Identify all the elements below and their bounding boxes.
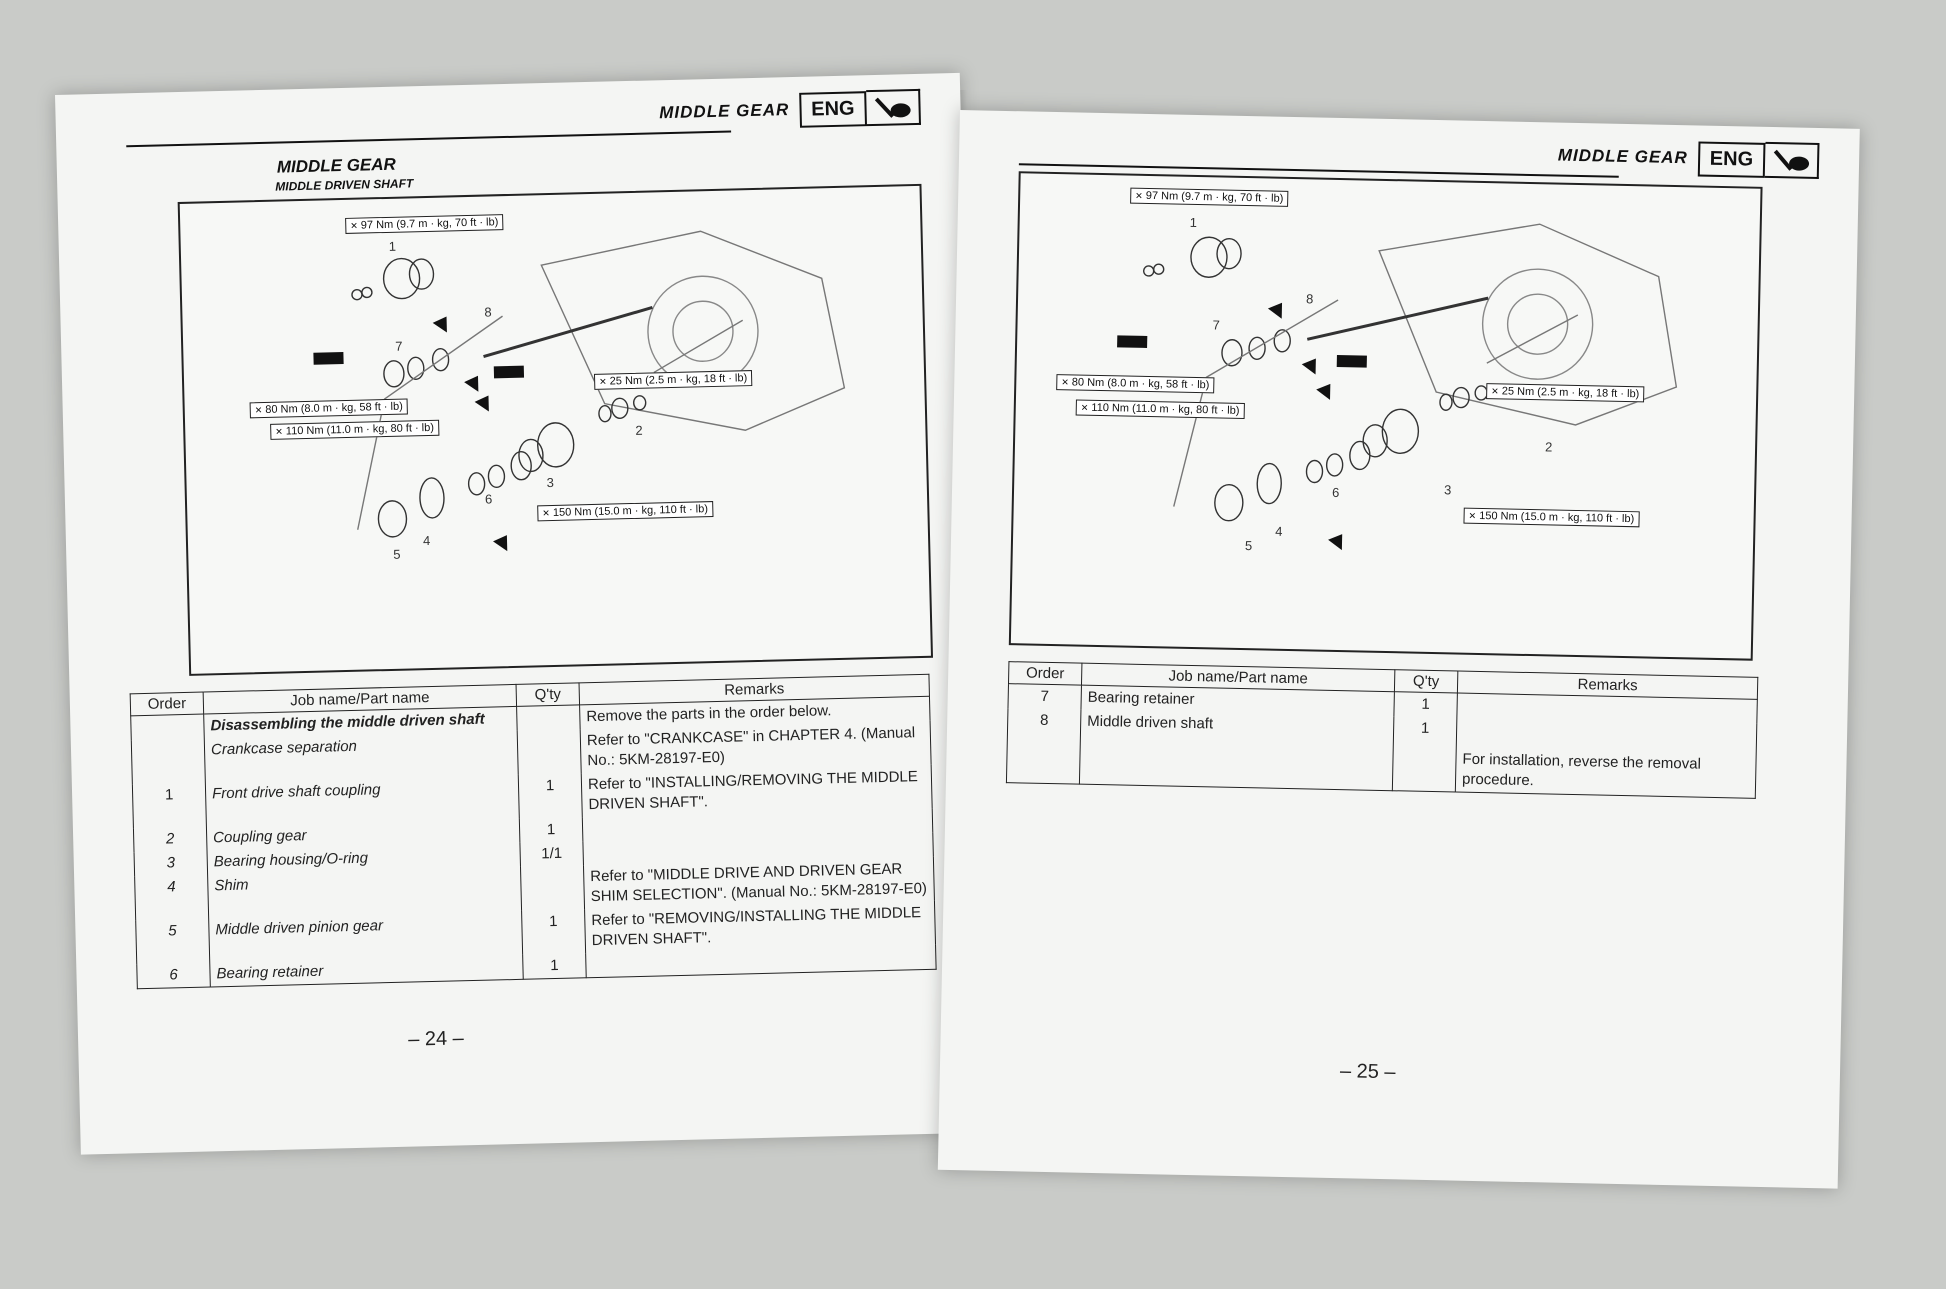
parts-table: Order Job name/Part name Q'ty Remarks Di… [130, 674, 937, 989]
eng-badge: ENG [1697, 140, 1766, 178]
torque-icon: ✕ [254, 405, 263, 416]
callout-2: 2 [635, 422, 643, 438]
header-title: MIDDLE GEAR [1557, 145, 1689, 168]
col-qty: Q'ty [1394, 669, 1458, 694]
torque-icon: ✕ [1468, 510, 1477, 521]
engine-tool-icon [1764, 141, 1820, 179]
torque-icon: ✕ [1491, 386, 1499, 397]
callout-7: 7 [395, 338, 403, 354]
callout-3: 3 [1443, 482, 1452, 498]
header-rule [126, 130, 732, 148]
section-subtitle: MIDDLE DRIVEN SHAFT [275, 176, 414, 194]
exploded-diagram: ✕97 Nm (9.7 m · kg, 70 ft · lb) ✕80 Nm (… [177, 183, 934, 676]
torque-icon: ✕ [275, 426, 283, 437]
page-header: MIDDLE GEAR ENG [659, 88, 921, 131]
torque-icon: ✕ [1080, 402, 1089, 413]
callout-6: 6 [484, 491, 493, 507]
exploded-diagram: ✕97 Nm (9.7 m · kg, 70 ft · lb) ✕80 Nm (… [1008, 171, 1763, 661]
callout-8: 8 [1305, 291, 1314, 307]
torque-icon: ✕ [350, 220, 358, 231]
callout-4: 4 [422, 532, 431, 549]
callout-4: 4 [1275, 523, 1283, 539]
page-number: – 24 – [407, 1027, 465, 1051]
page-number: – 25 – [1339, 1060, 1396, 1084]
table-row: 8 Middle driven shaft 1 For installation… [1006, 708, 1757, 799]
left-page: MIDDLE GEAR ENG MIDDLE GEAR MIDDLE DRIVE… [55, 72, 986, 1155]
callout-3: 3 [546, 474, 555, 491]
callout-2: 2 [1544, 439, 1553, 455]
exploded-view-drawing [1117, 223, 1678, 551]
callout-8: 8 [484, 304, 492, 320]
parts-table: Order Job name/Part name Q'ty Remarks 7 … [1006, 661, 1758, 799]
callout-1: 1 [1189, 214, 1198, 230]
section-title: MIDDLE GEAR [276, 154, 397, 177]
page-header: MIDDLE GEAR ENG [1557, 138, 1820, 179]
torque-icon: ✕ [542, 508, 551, 519]
torque-icon: ✕ [1061, 377, 1069, 388]
torque-icon: ✕ [1135, 190, 1143, 201]
callout-1: 1 [388, 238, 397, 254]
callout-7: 7 [1212, 317, 1220, 333]
callout-5: 5 [1244, 538, 1253, 554]
engine-tool-icon [866, 88, 921, 127]
callout-5: 5 [393, 546, 401, 562]
right-page: MIDDLE GEAR ENG [937, 110, 1860, 1189]
col-order: Order [1008, 661, 1082, 686]
eng-badge: ENG [798, 90, 867, 128]
torque-icon: ✕ [599, 376, 607, 387]
col-qty: Q'ty [516, 682, 580, 707]
header-title: MIDDLE GEAR [659, 100, 790, 123]
callout-6: 6 [1331, 484, 1340, 501]
torque-label: ✕80 Nm (8.0 m · kg, 58 ft · lb) [1056, 374, 1215, 394]
torque-label: ✕25 Nm (2.5 m · kg, 18 ft · lb) [1486, 383, 1645, 403]
torque-label: ✕97 Nm (9.7 m · kg, 70 ft · lb) [1130, 187, 1289, 207]
col-order: Order [130, 692, 204, 716]
